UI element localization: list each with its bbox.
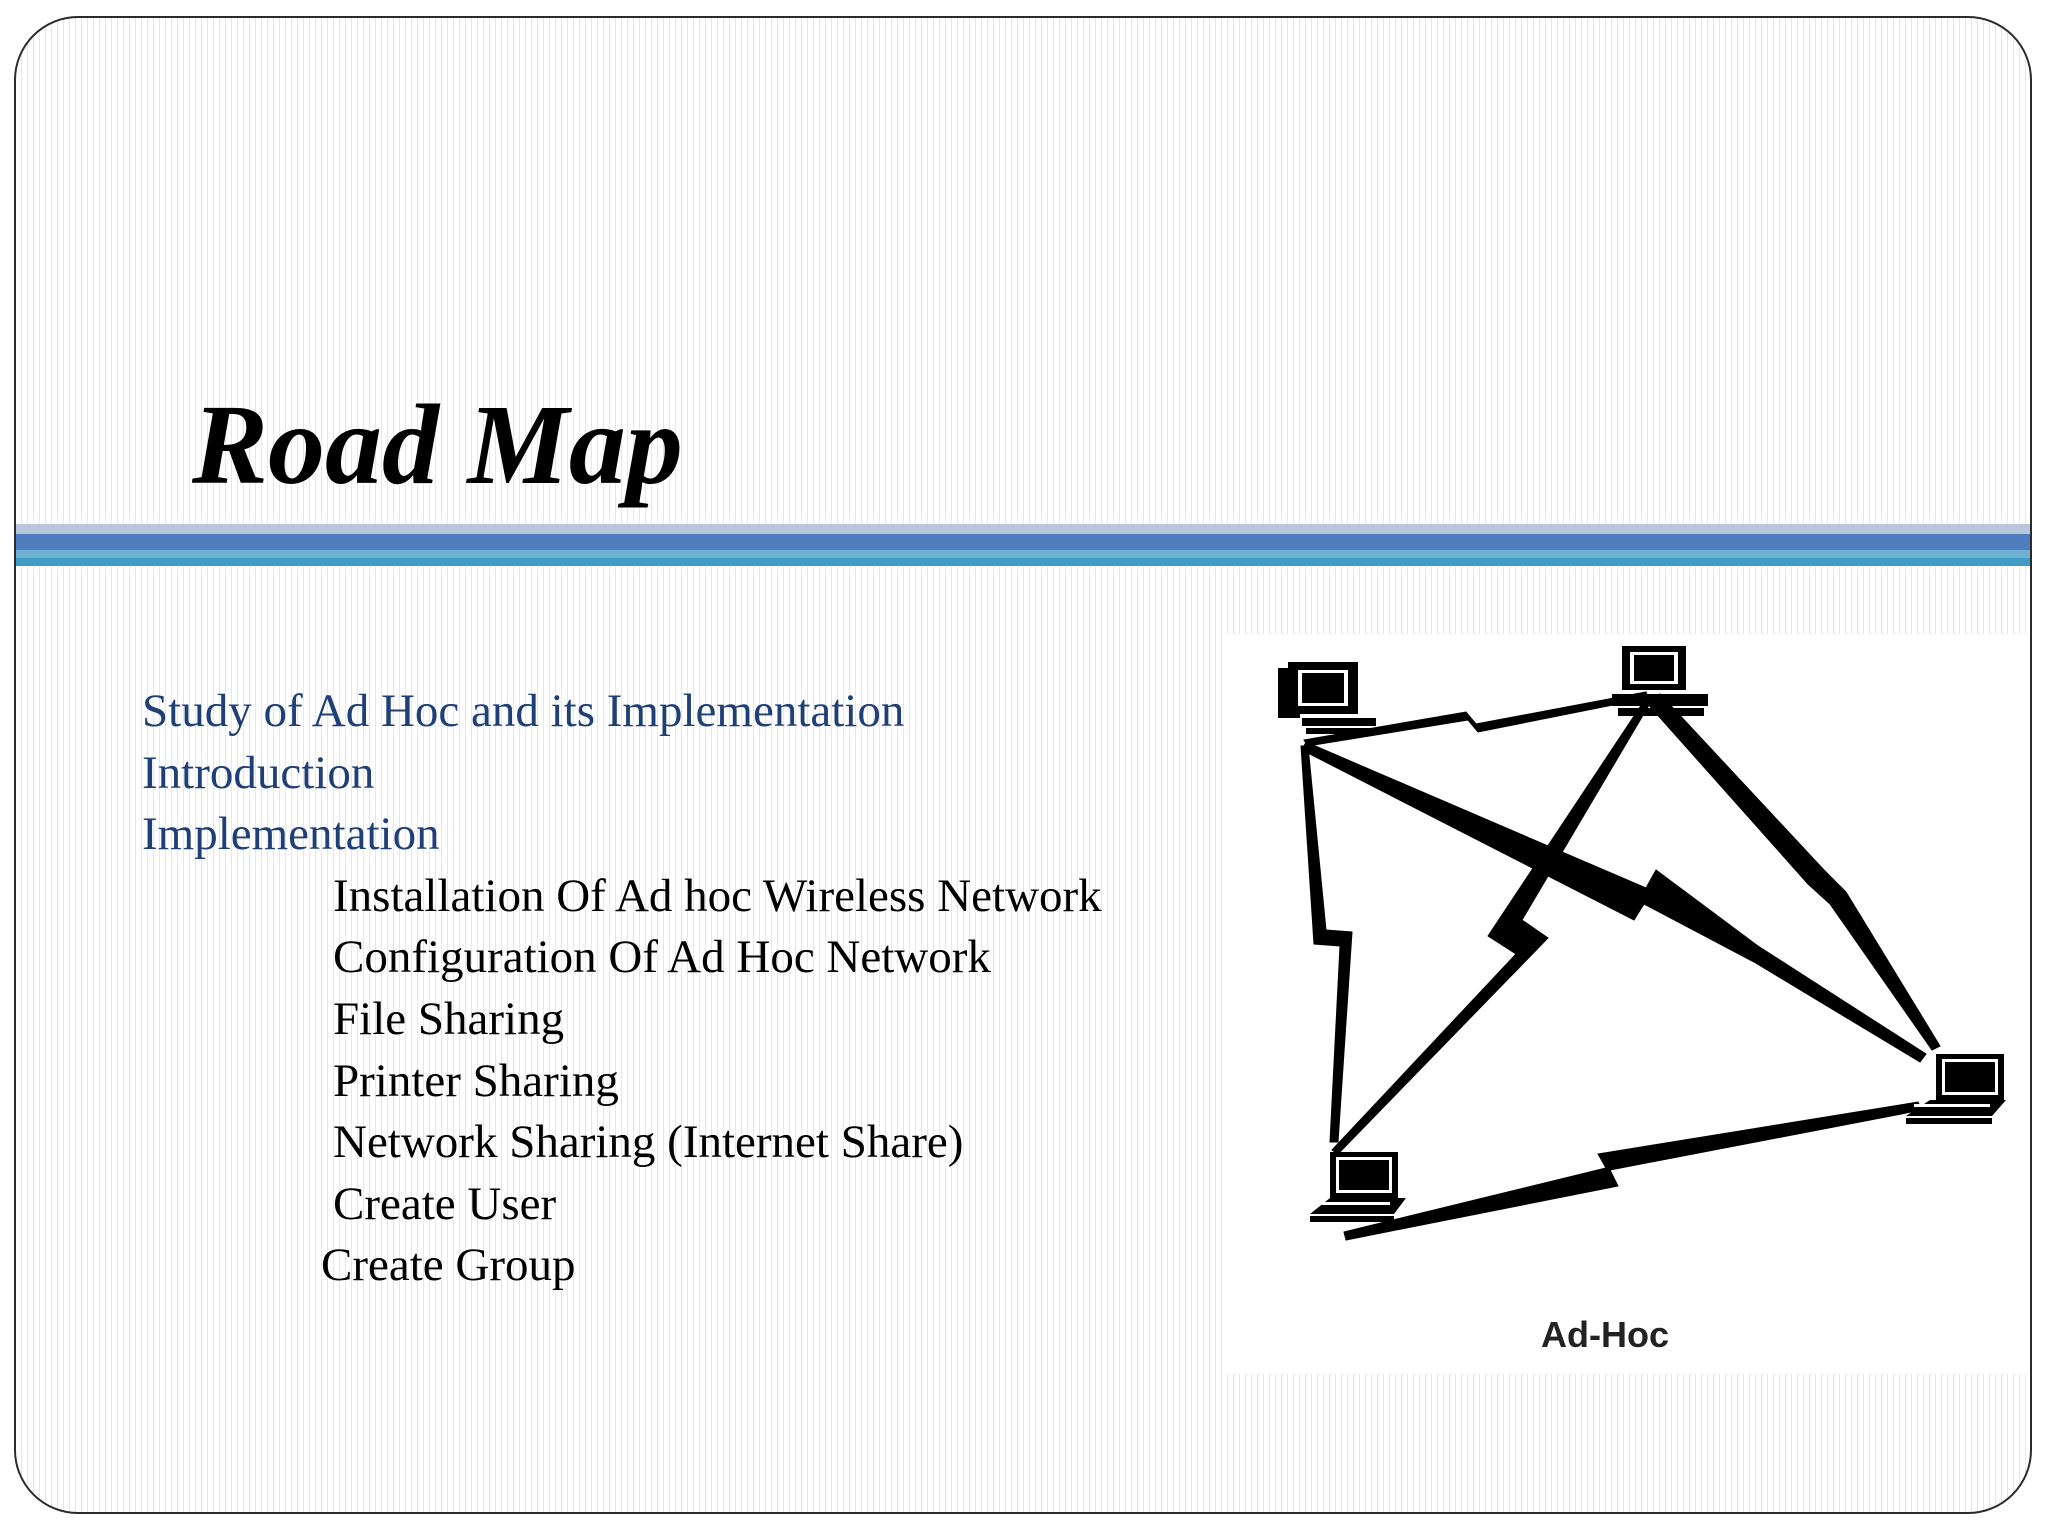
title-divider-band bbox=[16, 534, 2030, 550]
list-item: Installation Of Ad hoc Wireless Network bbox=[333, 870, 1102, 922]
list-item: Create User bbox=[333, 1178, 557, 1230]
slide-title: Road Map bbox=[192, 381, 683, 508]
list-item: Network Sharing (Internet Share) bbox=[333, 1116, 964, 1168]
network-diagram-svg bbox=[1278, 646, 2006, 1241]
list-item: Printer Sharing bbox=[333, 1055, 619, 1107]
list-item: Introduction bbox=[142, 747, 375, 799]
wireless-link bbox=[1331, 697, 1653, 1155]
wireless-link bbox=[1300, 745, 1353, 1143]
list-item: File Sharing bbox=[333, 993, 565, 1045]
desktop-computer-icon bbox=[1278, 662, 1376, 734]
title-divider-band bbox=[16, 558, 2030, 566]
wireless-link bbox=[1301, 741, 1927, 1063]
title-divider-band bbox=[16, 550, 2030, 558]
title-divider-band bbox=[16, 524, 2030, 534]
desktop-computer-icon bbox=[1612, 646, 1708, 716]
list-item: Configuration Of Ad Hoc Network bbox=[333, 931, 991, 983]
slide: Road Map Study of Ad Hoc and its Impleme… bbox=[14, 16, 2032, 1514]
laptop-icon bbox=[1310, 1152, 1406, 1222]
wireless-link bbox=[1645, 693, 1941, 1051]
list-item: Create Group bbox=[321, 1239, 576, 1291]
wireless-link bbox=[1343, 1101, 1923, 1241]
laptop-icon bbox=[1906, 1054, 2006, 1124]
adhoc-network-diagram: Ad-Hoc bbox=[1226, 634, 2030, 1374]
diagram-caption: Ad-Hoc bbox=[1541, 1314, 1669, 1355]
list-item: Study of Ad Hoc and its Implementation bbox=[142, 685, 905, 737]
list-item: Implementation bbox=[142, 808, 440, 860]
